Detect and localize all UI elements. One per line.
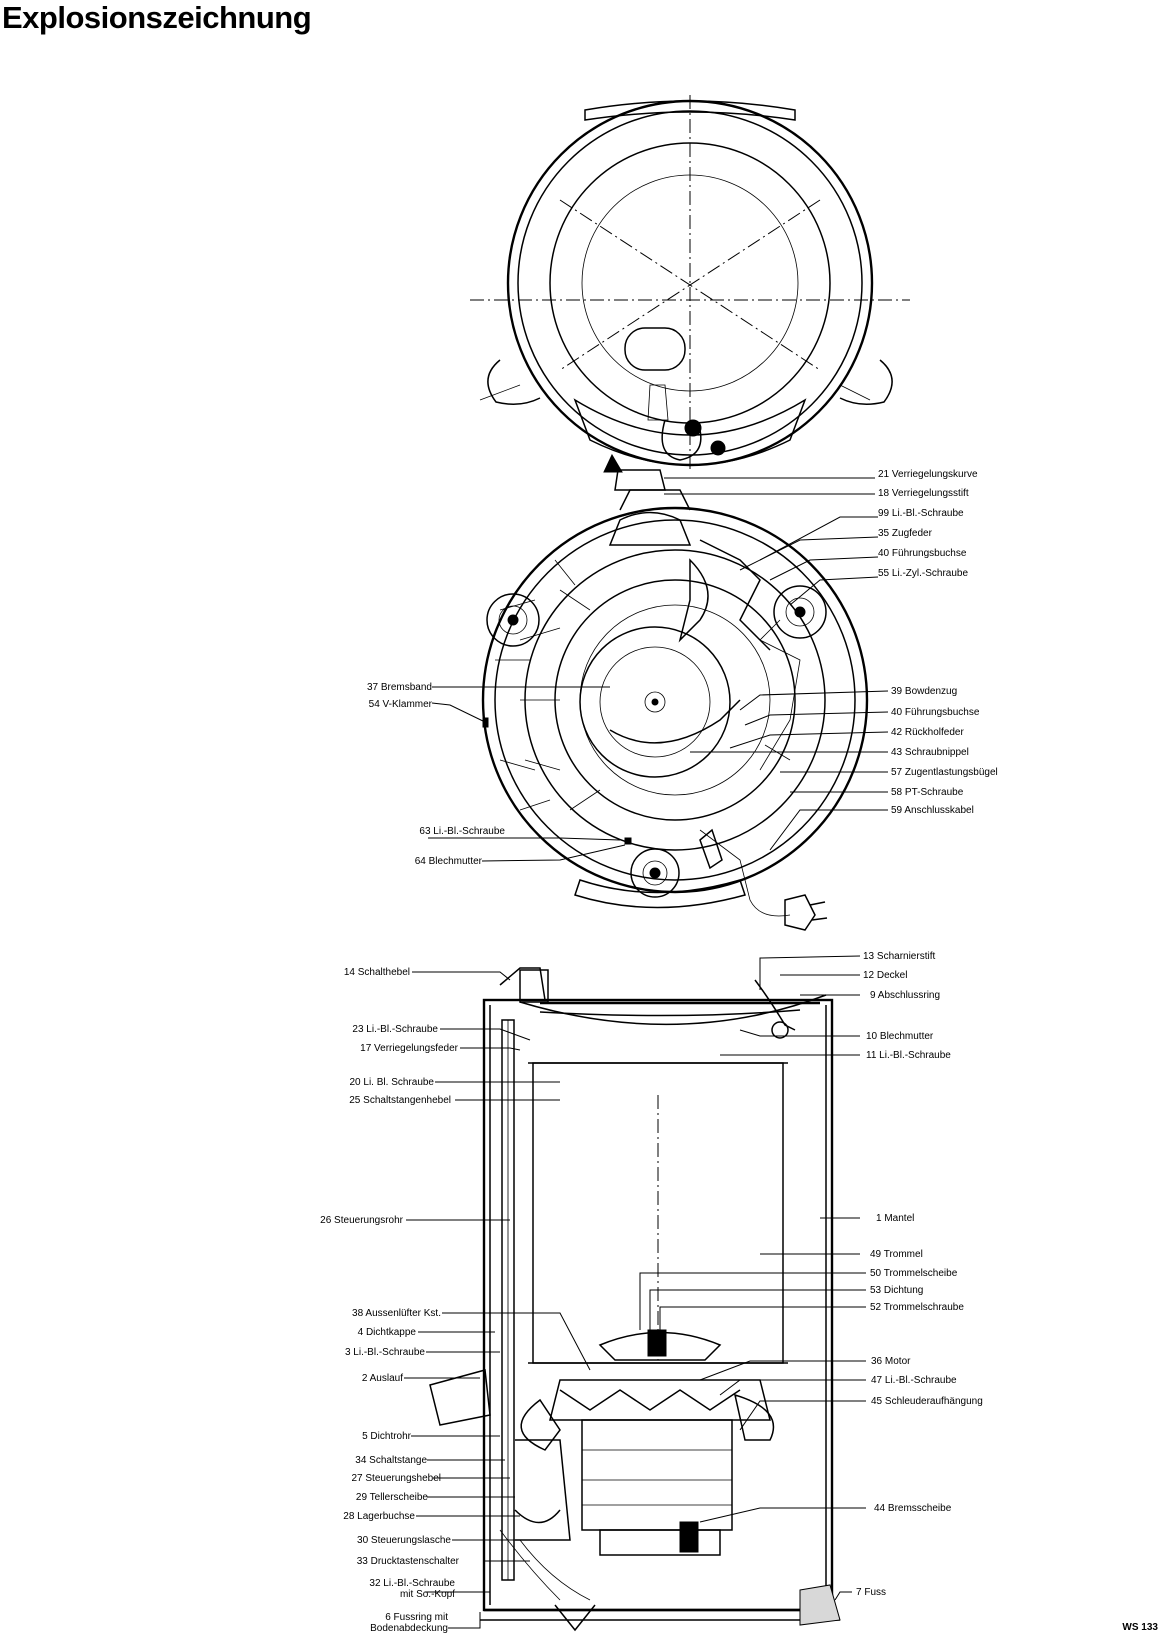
leader-lines [404, 477, 889, 1629]
part-label-6-line2: Bodenabdeckung [370, 1623, 448, 1634]
part-label-11: 11 Li.-Bl.-Schraube [866, 1050, 951, 1061]
part-label-40: 40 Führungsbuchse [878, 548, 967, 559]
part-label-2: 2 Auslauf [362, 1373, 403, 1384]
part-label-34: 34 Schaltstange [355, 1455, 427, 1466]
part-label-52: 52 Trommelschraube [870, 1302, 964, 1313]
base-drawing [481, 489, 869, 931]
part-label-36: 36 Motor [871, 1356, 911, 1367]
part-label-26: 26 Steuerungsrohr [320, 1215, 404, 1226]
part-label-32: 32 Li.-Bl.-Schraube [369, 1578, 455, 1589]
part-label-53: 53 Dichtung [870, 1285, 923, 1296]
part-label-12: 12 Deckel [863, 970, 907, 981]
part-label-57: 57 Zugentlastungsbügel [891, 767, 998, 778]
part-label-50: 50 Trommelscheibe [870, 1268, 958, 1279]
part-label-43: 43 Schraubnippel [891, 747, 969, 758]
drawing-code: WS 133 [1122, 1622, 1158, 1633]
part-label-29: 29 Tellerscheibe [356, 1492, 429, 1503]
part-label-9: 9 Abschlussring [870, 990, 940, 1001]
part-label-59: 59 Anschlusskabel [891, 805, 974, 816]
part-label-3: 3 Li.-Bl.-Schraube [345, 1347, 425, 1358]
part-label-42: 42 Rückholfeder [891, 727, 964, 738]
part-label-21: 21 Verriegelungskurve [878, 469, 978, 480]
part-label-6: 6 Fussring mit [385, 1612, 448, 1623]
part-label-20: 20 Li. Bl. Schraube [350, 1077, 435, 1088]
part-label-45: 45 Schleuderaufhängung [871, 1396, 983, 1407]
part-label-28: 28 Lagerbuchse [343, 1511, 415, 1522]
part-label-99: 99 Li.-Bl.-Schraube [878, 508, 964, 519]
part-label-30: 30 Steuerungslasche [357, 1535, 451, 1546]
part-label-33: 33 Drucktastenschalter [357, 1556, 460, 1567]
part-label-18: 18 Verriegelungsstift [878, 488, 969, 499]
part-label-4: 4 Dichtkappe [358, 1327, 417, 1338]
part-label-49: 49 Trommel [870, 1249, 923, 1260]
part-label-37: 37 Bremsband [367, 682, 432, 693]
part-label-39: 39 Bowdenzug [891, 686, 957, 697]
part-label-14: 14 Schalthebel [344, 967, 410, 978]
part-label-40: 40 Führungsbuchse [891, 707, 980, 718]
section-drawing [429, 967, 841, 1632]
part-label-13: 13 Scharnierstift [863, 951, 935, 962]
page-title: Explosionszeichnung [2, 0, 312, 35]
part-label-25: 25 Schaltstangenhebel [349, 1095, 451, 1106]
part-label-38: 38 Aussenlüfter Kst. [352, 1308, 441, 1319]
part-label-10: 10 Blechmutter [866, 1031, 934, 1042]
part-label-64: 64 Blechmutter [415, 856, 483, 867]
part-label-44: 44 Bremsscheibe [874, 1503, 952, 1514]
part-label-17: 17 Verriegelungsfeder [360, 1043, 459, 1054]
part-label-35: 35 Zugfeder [878, 528, 933, 539]
part-label-7: 7 Fuss [856, 1587, 886, 1598]
part-label-55: 55 Li.-Zyl.-Schraube [878, 568, 968, 579]
part-label-63: 63 Li.-Bl.-Schraube [419, 826, 505, 837]
part-label-1: 1 Mantel [876, 1213, 914, 1224]
part-label-47: 47 Li.-Bl.-Schraube [871, 1375, 957, 1386]
part-label-5: 5 Dichtrohr [362, 1431, 412, 1442]
lid-drawing [470, 95, 910, 491]
part-label-27: 27 Steuerungshebel [351, 1473, 441, 1484]
part-label-58: 58 PT-Schraube [891, 787, 964, 798]
part-label-32-line2: mit So.-Kopf [400, 1589, 455, 1600]
part-label-54: 54 V-Klammer [369, 699, 433, 710]
part-labels: 21 Verriegelungskurve 18 Verriegelungssti… [320, 469, 998, 1634]
part-label-23: 23 Li.-Bl.-Schraube [352, 1024, 438, 1035]
